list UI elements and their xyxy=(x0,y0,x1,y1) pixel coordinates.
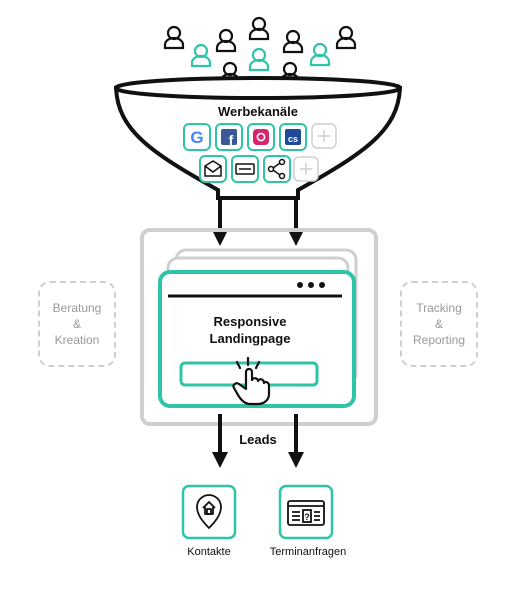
person-icon xyxy=(215,28,237,53)
termine-tile: ? xyxy=(278,484,334,540)
audience-group xyxy=(163,16,357,86)
svg-text:cs: cs xyxy=(288,134,298,144)
side-left-line3: Kreation xyxy=(54,333,100,347)
person-icon xyxy=(335,25,357,50)
location-home-icon xyxy=(196,494,222,529)
landingpage-title-line2: Landingpage xyxy=(209,331,291,346)
person-icon xyxy=(282,29,304,54)
person-icon xyxy=(248,16,270,41)
terminanfragen-label: Terminanfragen xyxy=(269,546,347,558)
process-frame xyxy=(140,228,378,426)
svg-text:G: G xyxy=(190,128,203,147)
channel-icons-row1: G f cs xyxy=(183,123,337,151)
side-right-line1: Tracking xyxy=(416,301,462,315)
hand-pointer-icon xyxy=(232,356,271,406)
side-right-line3: Reporting xyxy=(412,333,466,347)
kontakte-label: Kontakte xyxy=(187,546,231,558)
leads-label: Leads xyxy=(239,432,277,447)
email-icon xyxy=(199,155,227,183)
tracking-reporting-box: Tracking & Reporting xyxy=(400,281,478,367)
side-left-line2: & xyxy=(72,317,81,331)
landingpage-window xyxy=(158,270,356,408)
kontakte-tile xyxy=(181,484,237,540)
channel-icons-row2 xyxy=(199,155,319,183)
person-icon xyxy=(309,42,331,67)
side-left-line1: Beratung xyxy=(52,301,102,315)
landingpage-title: Responsive Landingpage xyxy=(170,313,330,347)
person-icon xyxy=(248,47,270,72)
person-icon xyxy=(190,43,212,68)
svg-text:?: ? xyxy=(304,512,310,522)
landingpage-title-line1: Responsive xyxy=(213,314,287,329)
person-icon xyxy=(163,25,185,50)
calendar-form-icon: ? xyxy=(287,500,325,526)
svg-text:f: f xyxy=(229,132,234,148)
side-right-line2: & xyxy=(434,317,443,331)
share-icon xyxy=(263,155,291,183)
beratung-kreation-box: Beratung & Kreation xyxy=(38,281,116,367)
funnel-title: Werbekanäle xyxy=(218,104,298,119)
google-icon xyxy=(183,123,211,151)
